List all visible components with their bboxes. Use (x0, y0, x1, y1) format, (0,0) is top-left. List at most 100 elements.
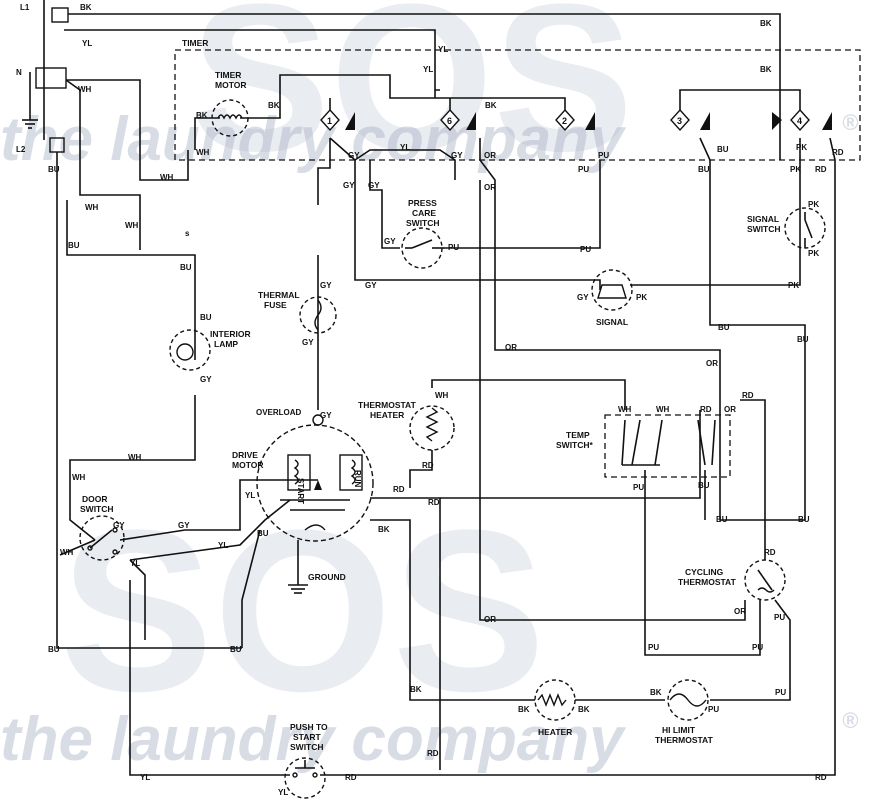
svg-text:PK: PK (636, 293, 647, 302)
watermark: SOS SOS the laundry company the laundry … (0, 0, 859, 774)
svg-text:THERMOSTAT: THERMOSTAT (358, 400, 417, 410)
svg-text:YL: YL (218, 541, 228, 550)
svg-text:BU: BU (797, 335, 809, 344)
svg-text:GY: GY (368, 181, 380, 190)
svg-text:INTERIOR: INTERIOR (210, 329, 251, 339)
svg-text:RD: RD (428, 498, 440, 507)
svg-text:PU: PU (708, 705, 719, 714)
watermark-text-top: the laundry company (0, 105, 627, 174)
wires (56, 13, 836, 776)
svg-text:THERMOSTAT: THERMOSTAT (678, 577, 737, 587)
svg-text:PRESS: PRESS (408, 198, 437, 208)
svg-text:WH: WH (656, 405, 670, 414)
svg-text:PU: PU (774, 613, 785, 622)
svg-text:RD: RD (742, 391, 754, 400)
svg-text:BK: BK (760, 65, 772, 74)
svg-text:GY: GY (365, 281, 377, 290)
svg-text:OR: OR (706, 359, 718, 368)
timer-box (174, 49, 861, 161)
ground-label: GROUND (308, 572, 346, 582)
timer-contacts: 1 6 2 3 4 (320, 108, 832, 132)
svg-text:OR: OR (484, 151, 496, 160)
svg-text:THERMOSTAT: THERMOSTAT (655, 735, 714, 745)
svg-text:WH: WH (618, 405, 632, 414)
timer-contact-6: 6 (440, 108, 476, 132)
svg-text:WH: WH (72, 473, 86, 482)
svg-text:OR: OR (505, 343, 517, 352)
svg-text:GY: GY (302, 338, 314, 347)
svg-text:YL: YL (140, 773, 150, 782)
svg-text:BK: BK (196, 111, 208, 120)
svg-text:SWITCH: SWITCH (290, 742, 324, 752)
timer-motor-label-1: TIMER (215, 70, 241, 80)
svg-text:BU: BU (230, 645, 242, 654)
svg-text:HEATER: HEATER (370, 410, 404, 420)
svg-text:OR: OR (734, 607, 746, 616)
svg-text:WH: WH (78, 85, 92, 94)
temp-switch: TEMP SWITCH* (556, 414, 731, 478)
svg-text:SIGNAL: SIGNAL (747, 214, 779, 224)
svg-text:CYCLING: CYCLING (685, 567, 724, 577)
svg-text:BU: BU (48, 645, 60, 654)
timer-contact-2: 2 (555, 108, 595, 132)
svg-text:GY: GY (200, 375, 212, 384)
svg-text:DOOR: DOOR (82, 494, 108, 504)
svg-text:YL: YL (245, 491, 255, 500)
svg-text:PK: PK (788, 281, 799, 290)
svg-text:HEATER: HEATER (538, 727, 572, 737)
svg-text:PU: PU (598, 151, 609, 160)
svg-text:SWITCH: SWITCH (80, 504, 114, 514)
svg-text:SIGNAL: SIGNAL (596, 317, 628, 327)
svg-text:BK: BK (80, 3, 92, 12)
watermark-reg-bottom: ® (842, 708, 859, 733)
svg-text:RD: RD (393, 485, 405, 494)
svg-text:PU: PU (752, 643, 763, 652)
svg-text:WH: WH (160, 173, 174, 182)
hi-limit-thermostat: HI LIMIT THERMOSTAT (655, 679, 714, 745)
svg-text:PK: PK (808, 249, 819, 258)
svg-text:BU: BU (698, 481, 710, 490)
svg-text:BU: BU (68, 241, 80, 250)
svg-text:FUSE: FUSE (264, 300, 287, 310)
svg-text:RUN: RUN (353, 470, 362, 488)
wire-color-labels: BK BK BK YL YL YL YL WH BK BK WH WH WH W… (48, 3, 844, 797)
svg-text:PUSH TO: PUSH TO (290, 722, 328, 732)
svg-text:RD: RD (832, 148, 844, 157)
svg-text:WH: WH (435, 391, 449, 400)
svg-text:BU: BU (698, 165, 710, 174)
overload-label: OVERLOAD (256, 408, 302, 417)
cycling-thermostat: CYCLING THERMOSTAT (678, 559, 786, 601)
svg-text:OR: OR (724, 405, 736, 414)
svg-text:BK: BK (485, 101, 497, 110)
l1-terminal (51, 7, 69, 23)
svg-text:RD: RD (764, 548, 776, 557)
watermark-text-bottom: the laundry company (0, 705, 627, 774)
n-label: N (16, 68, 22, 77)
svg-text:BU: BU (257, 529, 269, 538)
svg-text:YL: YL (278, 788, 288, 797)
svg-text:WH: WH (125, 221, 139, 230)
svg-text:START: START (293, 732, 322, 742)
timer-contact-1: 1 (320, 108, 355, 132)
door-switch: DOOR SWITCH (79, 494, 125, 561)
svg-text:GY: GY (577, 293, 589, 302)
timer-contact-3: 3 (670, 108, 710, 132)
thermostat-heater: THERMOSTAT HEATER (358, 400, 455, 451)
press-care-switch: PRESS CARE SWITCH (401, 198, 445, 269)
svg-text:PU: PU (633, 483, 644, 492)
svg-text:BU: BU (717, 145, 729, 154)
svg-text:GY: GY (178, 521, 190, 530)
svg-text:GY: GY (320, 281, 332, 290)
svg-text:OR: OR (484, 615, 496, 624)
svg-text:PK: PK (790, 165, 801, 174)
svg-text:BK: BK (518, 705, 530, 714)
timer-contact-4: 4 (772, 108, 832, 132)
svg-text:BK: BK (578, 705, 590, 714)
svg-text:BK: BK (268, 101, 280, 110)
svg-text:BK: BK (410, 685, 422, 694)
svg-text:PU: PU (578, 165, 589, 174)
svg-text:RD: RD (815, 773, 827, 782)
svg-text:4: 4 (797, 116, 802, 126)
svg-text:BU: BU (716, 515, 728, 524)
l1-label: L1 (20, 3, 30, 12)
